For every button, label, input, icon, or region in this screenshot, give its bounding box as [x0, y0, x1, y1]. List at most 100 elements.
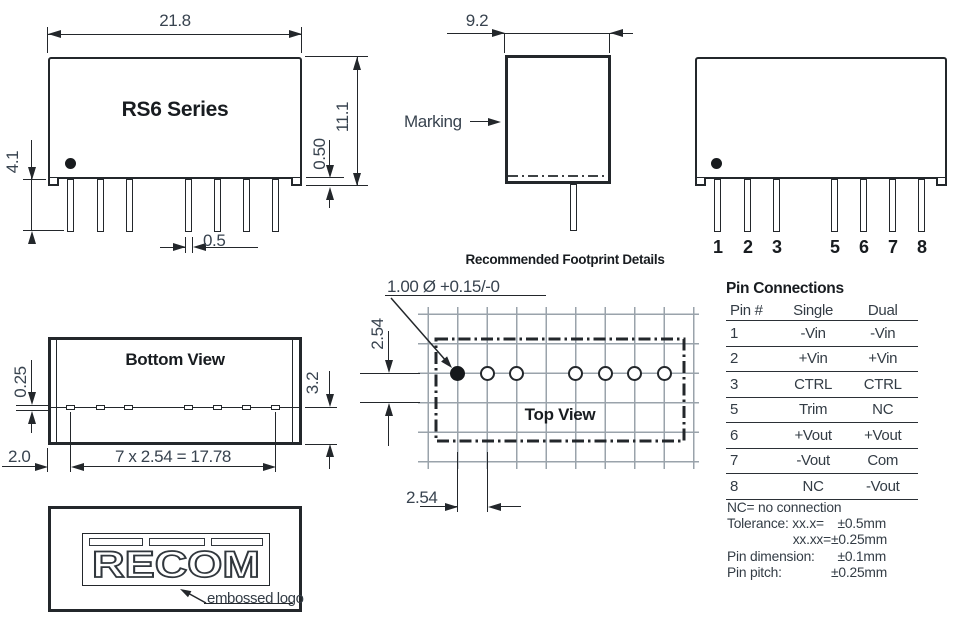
ext-line [457, 452, 459, 512]
note-value: ±0.5mm [837, 516, 886, 532]
cell-dual: -Vin [847, 320, 918, 347]
notes-block: NC= no connection Tolerance: xx.x=±0.5mm… [727, 500, 888, 581]
arrowhead [193, 243, 206, 251]
dim-line [420, 506, 457, 508]
footprint-hole [509, 365, 524, 381]
logo-bar [149, 538, 205, 546]
pin-pad [271, 405, 280, 410]
inner-wall-line [56, 340, 58, 442]
note-value: ±0.25mm [831, 564, 888, 580]
front-view-right-foot [291, 178, 302, 186]
pin [185, 179, 192, 232]
col-header-single: Single [778, 301, 848, 321]
cell-pin: 1 [726, 320, 779, 347]
table-row: 7 -Vout Com [726, 448, 918, 474]
ext-line [305, 443, 337, 445]
ext-line [360, 372, 420, 374]
note-row: Pin dimension:±0.1mm [727, 549, 886, 565]
ext-line [16, 404, 48, 406]
dim-line [329, 200, 331, 208]
ext-line [305, 56, 368, 58]
ext-line [504, 33, 506, 53]
pin [126, 179, 133, 232]
dim-line [447, 33, 633, 35]
ext-line [306, 185, 368, 187]
arrowhead [35, 463, 48, 471]
hole-spec-underline [385, 295, 546, 297]
note-label: xx.xx= [792, 532, 831, 548]
bottom-view-body [48, 337, 302, 445]
inner-wall-line [292, 340, 294, 442]
ext-line [275, 412, 277, 472]
arrowhead [353, 57, 361, 70]
table-row: 2 +Vin +Vin [726, 346, 918, 372]
cell-single: Trim [778, 397, 848, 423]
pin-number: 5 [829, 237, 840, 257]
pin-pad [124, 405, 133, 410]
note-nc: NC= no connection [727, 500, 842, 515]
col-header-dual: Dual [847, 301, 918, 321]
table-row: 5 Trim NC [726, 397, 918, 423]
cell-pin: 3 [726, 371, 779, 398]
pin [97, 179, 104, 232]
note-row: xx.xx=±0.25mm [727, 532, 888, 548]
arrowhead [289, 30, 302, 38]
cell-dual: NC [847, 397, 918, 423]
arrowhead [326, 394, 334, 407]
ext-line [360, 402, 420, 404]
dim-width: 21.8 [159, 11, 191, 30]
table-header-row: Pin # Single Dual [726, 301, 918, 321]
arrowhead [263, 463, 276, 471]
dim-line [388, 416, 390, 446]
table-row: 1 -Vin -Vin [726, 320, 918, 347]
pin [243, 179, 250, 232]
pin-pad [242, 405, 251, 410]
pin-pad [66, 405, 75, 410]
pin [67, 179, 74, 232]
back-view-left-foot [695, 178, 706, 186]
ext-line [192, 237, 194, 253]
arrowhead [28, 231, 36, 244]
note-label: Pin dimension: [727, 548, 815, 564]
footprint-hole [597, 365, 613, 381]
note-value: ±0.25mm [831, 532, 888, 548]
marking-arrow-line [470, 121, 492, 123]
pin [714, 179, 721, 232]
ext-line [23, 230, 64, 232]
arrowhead [173, 243, 186, 251]
footprint-hole-pin1 [450, 365, 465, 381]
arrowhead [610, 29, 623, 37]
pin [272, 179, 279, 232]
pin-number: 1 [712, 237, 723, 257]
pin-number: 7 [887, 237, 898, 257]
arrowhead [385, 403, 393, 416]
dim-line [329, 140, 331, 166]
dim-line [84, 466, 263, 468]
hole-spec-label: 1.00 Ø +0.15/-0 [387, 277, 500, 296]
dim-line [388, 331, 390, 360]
back-view-right-foot [936, 178, 947, 186]
footprint-hole [656, 365, 672, 381]
dim-line [357, 57, 359, 186]
bottom-view-title: Bottom View [125, 350, 225, 369]
dim-body-depth: 9.2 [465, 11, 489, 30]
footprint-hole [479, 365, 495, 381]
ext-line [487, 452, 489, 512]
pin [889, 179, 896, 232]
pin [831, 179, 838, 232]
pin-table-title: Pin Connections [726, 280, 844, 297]
arrowhead [385, 360, 393, 373]
arrowhead [28, 167, 36, 180]
pin [773, 179, 780, 232]
ext-line [47, 27, 49, 53]
marking-label: Marking [404, 112, 462, 131]
ext-line [609, 33, 611, 53]
note-label: Pin pitch: [727, 564, 782, 580]
embossed-logo-caption: embossed logo [207, 590, 304, 607]
table-row: 8 NC -Vout [726, 473, 918, 500]
pin-number: 3 [771, 237, 782, 257]
cell-single: NC [778, 473, 848, 500]
dim-line [206, 247, 258, 249]
dim-pin-thickness: 0.25 [11, 366, 30, 398]
